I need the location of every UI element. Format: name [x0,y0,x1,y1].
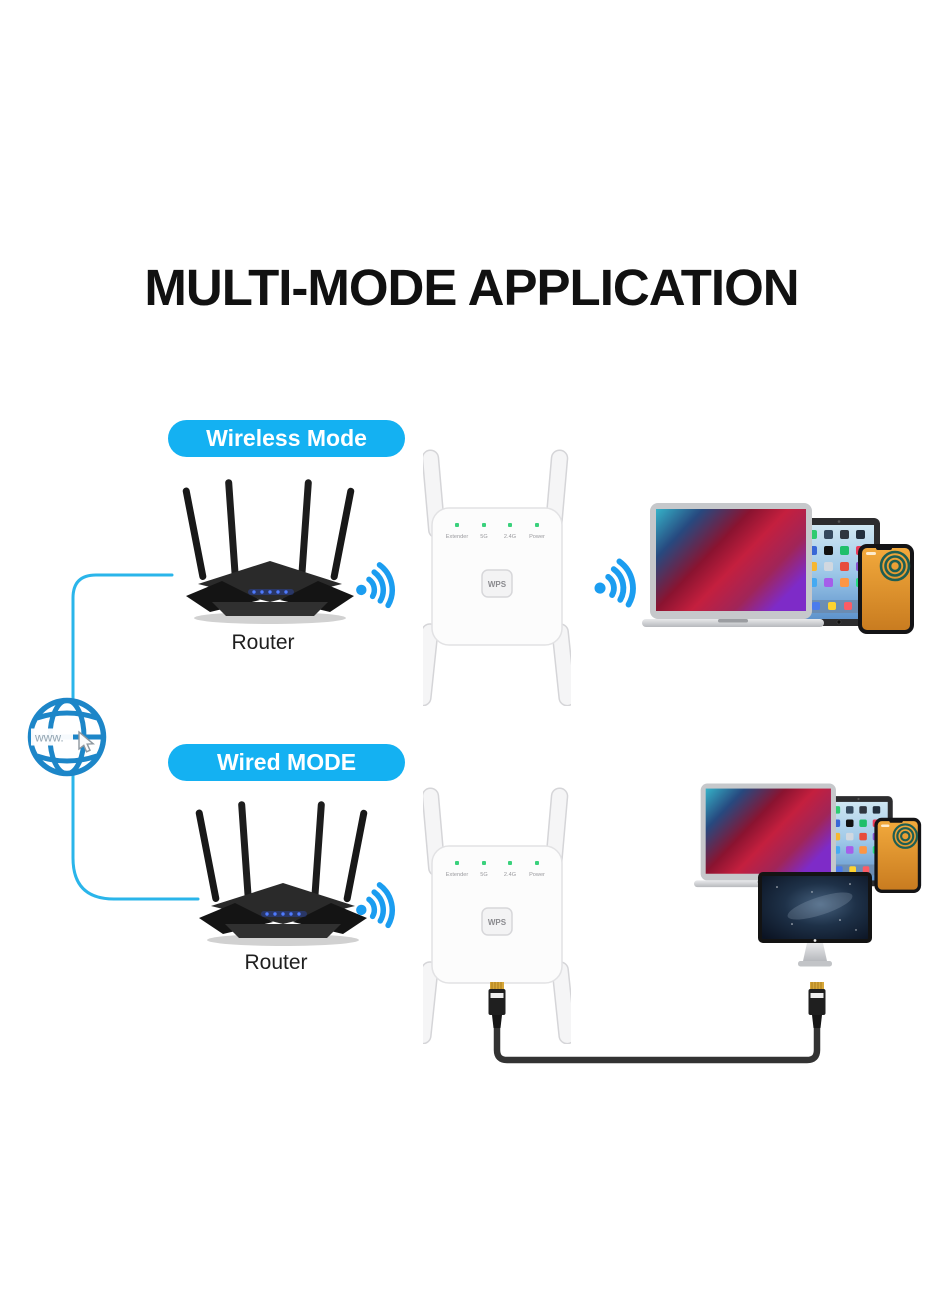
svg-text:Power: Power [529,534,545,540]
router-label: Router [244,951,308,974]
extender-led-labels: Extender 5G 2.4G Power [446,534,545,540]
svg-text:2.4G: 2.4G [504,534,516,540]
phone-device [874,817,922,893]
wifi-signal-icon [594,558,636,608]
laptop-device [694,783,846,888]
www-chip [31,728,73,746]
wired-mode-label: Wired MODE [216,749,357,775]
svg-text:Extender: Extender [446,872,469,878]
extender-device: Extender 5G 2.4G Power WPS [423,787,571,1044]
ethernet-cable [488,982,826,1064]
wireless-mode-label: Wireless Mode [206,425,367,451]
extender-device: Extender 5G 2.4G Power WPS [423,449,571,706]
laptop-device [642,503,824,627]
extender-led-lights [455,523,539,527]
router-leds [265,912,301,916]
globe-icon: www. [27,697,107,777]
phone-wallpaper-rings [879,550,911,582]
client-devices-group [694,783,922,893]
svg-text:2.4G: 2.4G [504,872,516,878]
rj45-connector [488,982,506,1028]
svg-text:Power: Power [529,872,545,878]
svg-text:5G: 5G [480,534,487,540]
wps-button-label: WPS [488,580,507,589]
monitor-logo [813,939,817,942]
extender-led-labels: Extender 5G 2.4G Power [446,872,545,878]
extender-led-lights [455,861,539,865]
router-leds [252,590,288,594]
www-label: www. [34,731,64,745]
phone-wallpaper-rings [892,823,919,849]
router-antennas [195,801,368,903]
router-device [182,479,355,624]
svg-text:Extender: Extender [446,534,469,540]
wifi-signal-icon [356,562,395,609]
router-antennas [182,479,355,581]
router-device [195,801,368,946]
cursor-icon [78,730,96,753]
monitor-base [798,961,832,967]
wireless-mode-badge: Wireless Mode [168,420,405,457]
rj45-connector [808,982,826,1028]
wired-mode-badge: Wired MODE [168,744,405,781]
router-label: Router [231,631,295,654]
phone-device [858,544,914,634]
wifi-signal-icon [356,882,395,929]
wps-button-label: WPS [488,918,507,927]
monitor-device [758,872,872,967]
monitor-stand [803,943,827,961]
svg-text:5G: 5G [480,872,487,878]
client-devices-group [642,503,914,634]
galaxy-streak [787,892,853,920]
wallpaper-stars [776,883,857,931]
wps-button [481,569,513,598]
page-title: MULTI-MODE APPLICATION [144,259,799,316]
wps-button [481,907,513,936]
